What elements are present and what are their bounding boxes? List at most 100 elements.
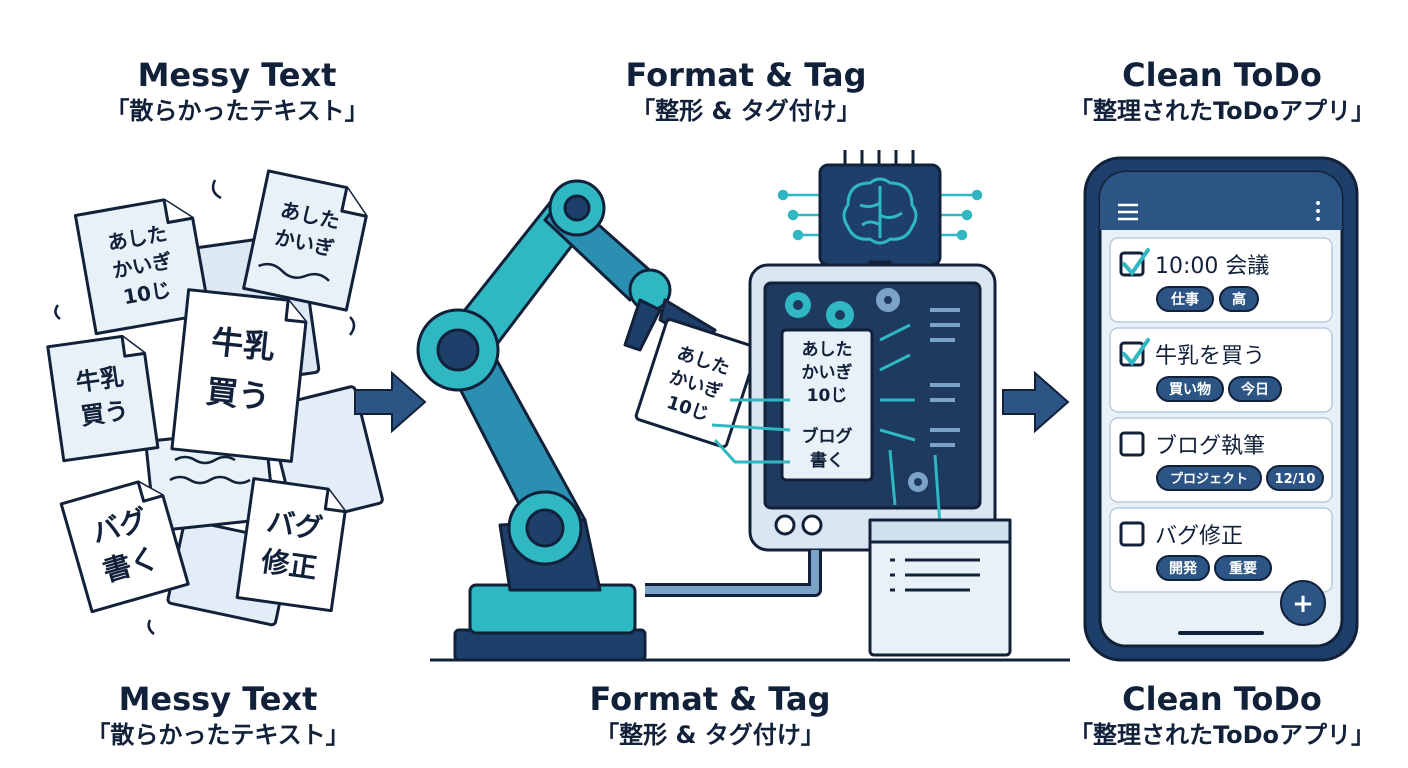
tag-text: 重要 xyxy=(1229,560,1257,577)
todo-item[interactable]: 牛乳を買う 買い物 今日 xyxy=(1109,327,1333,413)
todo-label: 牛乳を買う xyxy=(1155,344,1265,369)
machine-button xyxy=(774,514,796,536)
caption-title-text: Messy Text xyxy=(118,680,318,718)
more-icon[interactable] xyxy=(1316,201,1320,221)
tag-text: 高 xyxy=(1232,291,1246,308)
tag-text: 仕事 xyxy=(1170,291,1199,308)
arrow-right-icon xyxy=(1002,370,1070,434)
caption-messy: Messy Text 「散らかったテキスト」 xyxy=(28,680,408,752)
tag-text: プロジェクト xyxy=(1170,472,1248,487)
caption-format: Format & Tag 「整形 & タグ付け」 xyxy=(520,680,900,752)
stage-subtitle-text: 「散らかったテキスト」 xyxy=(105,97,369,125)
tag-badge xyxy=(1156,376,1224,402)
robot-base-top xyxy=(468,583,637,635)
chip-pins xyxy=(843,150,915,165)
stage-title-format: Format & Tag 「整形 & タグ付け」 xyxy=(556,56,936,128)
scribble xyxy=(174,455,236,465)
todo-item[interactable]: ブログ執筆 プロジェクト 12/10 xyxy=(1109,417,1333,503)
robot-gripper xyxy=(623,298,662,352)
todo-list: 10:00 会議 仕事 高 牛乳を買う 買い物 今日 ブログ執筆 プロジェクト … xyxy=(1109,237,1333,593)
robot-arm: あした かいぎ 10じ xyxy=(416,179,1070,662)
add-button[interactable]: + xyxy=(1280,580,1326,626)
todo-label: バグ修正 xyxy=(1155,524,1243,549)
stage-title-clean: Clean ToDo 「整理されたToDoアプリ」 xyxy=(1032,56,1408,128)
tag-badge xyxy=(1228,376,1282,402)
check-mark-icon xyxy=(1122,248,1150,277)
todo-label: ブログ執筆 xyxy=(1155,434,1265,459)
caption-subtitle-text: 「整理されたToDoアプリ」 xyxy=(1068,721,1376,749)
scribble xyxy=(169,475,251,485)
checkbox-icon[interactable] xyxy=(1119,521,1145,547)
card-text: ブログ xyxy=(802,426,853,447)
stage-subtitle-text: 「整形 & タグ付け」 xyxy=(631,97,861,125)
stage-title-text: Messy Text xyxy=(137,56,337,94)
check-mark-icon xyxy=(1122,338,1150,367)
circuit-lines xyxy=(777,189,983,241)
robot-joint-core xyxy=(563,194,591,222)
note-text: 買う xyxy=(79,396,130,430)
menu-icon[interactable] xyxy=(1118,203,1138,221)
card-text: かいぎ xyxy=(802,362,853,383)
screen-lines xyxy=(930,308,960,447)
add-icon[interactable] xyxy=(1280,580,1326,626)
tag-badge xyxy=(1156,286,1214,312)
gear-icon xyxy=(785,288,928,492)
tag-badge xyxy=(1156,555,1210,581)
note-3: 牛乳 買う xyxy=(46,334,160,463)
stage-title-text: Format & Tag xyxy=(625,56,867,94)
flow-arrows xyxy=(879,323,942,526)
scribble xyxy=(54,304,61,320)
note-1: あした かいぎ 10じ xyxy=(73,198,212,336)
todo-item[interactable]: 10:00 会議 仕事 高 xyxy=(1109,237,1333,323)
card-text: 書く xyxy=(810,450,844,471)
robot-joint-core xyxy=(525,508,565,548)
note-4: 牛乳 買う xyxy=(170,288,308,463)
caption-subtitle-text: 「散らかったテキスト」 xyxy=(86,721,350,749)
stage-title-text: Clean ToDo xyxy=(1122,56,1322,94)
arrow-right-icon xyxy=(354,370,427,434)
stage-title-messy: Messy Text 「散らかったテキスト」 xyxy=(47,56,427,128)
caption-clean: Clean ToDo 「整理されたToDoアプリ」 xyxy=(1032,680,1408,752)
robot-held-note: あした かいぎ 10じ xyxy=(634,318,759,449)
scribble xyxy=(147,619,155,635)
pipe xyxy=(645,550,819,594)
parsed-card xyxy=(780,328,874,482)
todo-item[interactable]: バグ修正 開発 重要 xyxy=(1109,507,1333,593)
robot-joint-core xyxy=(436,328,480,372)
card-text: 10じ xyxy=(807,386,848,406)
stage-subtitle-text: 「整理されたToDoアプリ」 xyxy=(1068,97,1376,125)
note-text: 修正 xyxy=(258,545,319,586)
tag-badge xyxy=(1266,465,1324,491)
machine-button xyxy=(801,514,823,536)
scribble xyxy=(348,316,356,336)
scribble xyxy=(211,179,222,200)
entry-arrows xyxy=(711,398,791,464)
tag-badge xyxy=(1219,286,1259,312)
add-icon-label: + xyxy=(1292,589,1314,619)
note-text: 牛乳 xyxy=(74,363,125,397)
tag-badge xyxy=(1156,465,1262,491)
tag-text: 買い物 xyxy=(1169,381,1211,398)
note-text: 牛乳 xyxy=(209,322,277,366)
pipe-outline xyxy=(645,550,822,597)
note-6: バグ 修正 xyxy=(235,477,347,613)
tag-text: 今日 xyxy=(1240,381,1269,398)
brain-icon xyxy=(842,177,918,245)
messy-notes-pile: あした かいぎ 10じ あした かいぎ 牛乳 買う 牛乳 買う xyxy=(46,169,384,635)
caption-subtitle-text: 「整形 & タグ付け」 xyxy=(595,721,825,749)
note-text: バグ xyxy=(265,505,325,545)
note-2: あした かいぎ xyxy=(242,169,368,312)
output-document-header xyxy=(868,518,1012,544)
processing-machine: あした かいぎ 10じ ブログ 書く xyxy=(645,150,1012,657)
tag-badge xyxy=(1214,555,1272,581)
note-text: 買う xyxy=(204,372,272,416)
tag-text: 12/10 xyxy=(1275,472,1316,487)
checkbox-icon[interactable] xyxy=(1119,431,1145,457)
card-text: あした xyxy=(802,340,853,360)
todo-label: 10:00 会議 xyxy=(1155,254,1269,279)
caption-title-text: Clean ToDo xyxy=(1122,680,1322,718)
note-5: バグ 書く xyxy=(59,480,190,614)
tag-text: 開発 xyxy=(1169,560,1198,577)
caption-title-text: Format & Tag xyxy=(589,680,831,718)
